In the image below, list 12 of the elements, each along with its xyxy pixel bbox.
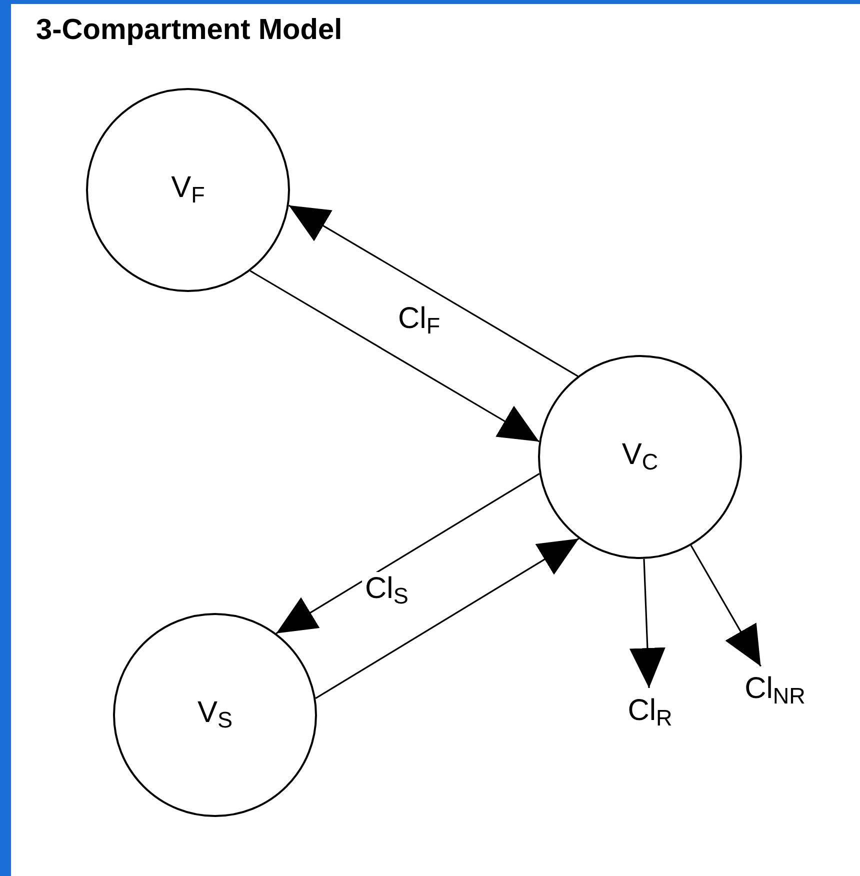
arrow — [629, 558, 666, 688]
arrow — [250, 270, 540, 442]
clearance-label: Cl$_{NR}$ — [744, 672, 806, 710]
compartment-label: V$_{C}$ — [622, 438, 658, 476]
arrow — [315, 538, 580, 700]
compartment-label: V$_{F}$ — [171, 171, 205, 209]
arrow — [288, 204, 578, 377]
arrow — [690, 544, 762, 667]
clearance-label: Cl$_{R}$ — [628, 694, 672, 732]
arrow — [276, 472, 540, 634]
compartment-label: V$_{S}$ — [197, 696, 233, 734]
title: 3-Compartment Model — [36, 14, 342, 47]
